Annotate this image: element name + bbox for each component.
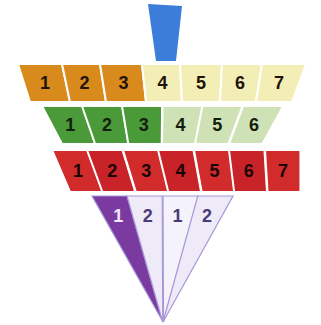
funnel-cell: 2 (125, 194, 165, 324)
cell-number: 2 (107, 162, 117, 180)
cell-fill (142, 64, 182, 102)
cell-fill (163, 196, 233, 322)
funnel-cell: 3 (98, 62, 148, 104)
cell-number: 4 (175, 162, 185, 180)
cell-number: 5 (210, 162, 220, 180)
funnel-cell: 7 (263, 148, 302, 194)
cell-fill (62, 64, 106, 102)
cell-number: 1 (113, 207, 123, 225)
cell-fill (127, 196, 163, 322)
cell-number: 7 (278, 162, 288, 180)
cell-fill (82, 106, 129, 144)
cell-number: 1 (40, 74, 50, 92)
cell-fill (100, 64, 146, 102)
cell-fill (265, 150, 300, 192)
cell-fill (256, 64, 306, 102)
funnel-cell: 4 (140, 62, 184, 104)
cell-number: 7 (274, 74, 284, 92)
cell-number: 2 (143, 207, 153, 225)
cell-fill (194, 150, 235, 192)
cell-number: 6 (244, 162, 254, 180)
cell-number: 1 (172, 207, 182, 225)
cell-fill (122, 106, 162, 144)
cell-fill (229, 150, 267, 192)
cell-number: 2 (79, 74, 89, 92)
funnel-cell: 3 (120, 104, 164, 146)
cell-number: 3 (141, 162, 151, 180)
cell-fill (180, 64, 222, 102)
cell-number: 4 (157, 74, 167, 92)
cell-shape (161, 194, 235, 324)
cell-number: 6 (249, 116, 259, 134)
cell-number: 3 (139, 116, 149, 134)
blue-tab (148, 4, 182, 61)
cell-number: 4 (176, 116, 186, 134)
cell-number: 1 (73, 162, 83, 180)
funnel-cell: 6 (227, 104, 285, 146)
funnel-cell: 5 (178, 62, 224, 104)
cell-number: 1 (65, 116, 75, 134)
funnel-cell: 7 (254, 62, 308, 104)
cell-number: 3 (118, 74, 128, 92)
cell-number: 5 (196, 74, 206, 92)
cell-number: 5 (212, 116, 222, 134)
funnel-cell: 6 (227, 148, 269, 194)
cell-number: 2 (102, 116, 112, 134)
cell-fill (229, 106, 283, 144)
cell-number: 2 (202, 207, 212, 225)
cell-fill (220, 64, 262, 102)
cell-fill (92, 196, 163, 322)
cell-number: 6 (235, 74, 245, 92)
funnel-cell: 2 (161, 194, 235, 324)
